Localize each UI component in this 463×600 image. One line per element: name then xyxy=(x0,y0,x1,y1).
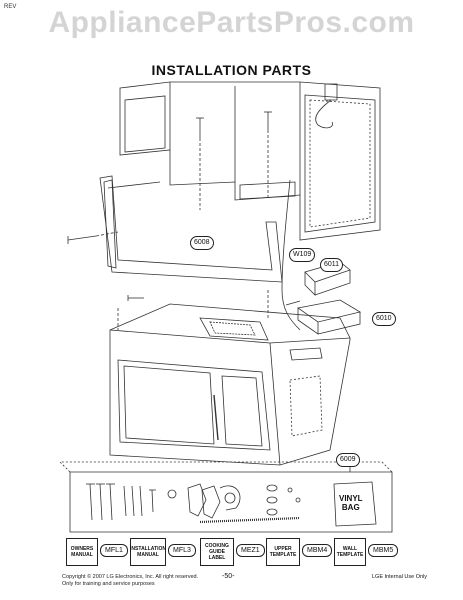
exhaust-adapter xyxy=(296,299,362,335)
doc-wall-template: WALL TEMPLATE xyxy=(334,538,366,566)
callout-6008: 6008 xyxy=(190,236,214,250)
kit-toggle-anchors xyxy=(167,483,221,519)
copyright-line-2: Only for training and service purposes xyxy=(62,581,155,587)
power-outlet xyxy=(315,83,338,129)
callout-6009: 6009 xyxy=(336,453,360,467)
doc-cooking-guide-label: COOKING GUIDE LABEL xyxy=(200,538,234,566)
callout-6011: 6011 xyxy=(320,258,344,272)
code-mbm5: MBM5 xyxy=(368,544,399,557)
vinyl-bag-label: VINYL BAG xyxy=(339,494,363,512)
callout-w109: W109 xyxy=(289,248,316,262)
mounting-plate xyxy=(99,175,283,283)
revision-mark: REV xyxy=(4,4,17,10)
code-mfl1: MFL1 xyxy=(100,544,128,557)
copyright-notice: Copyright © 2007 LG Electronics, Inc. Al… xyxy=(62,574,198,588)
doc-upper-template: UPPER TEMPLATE xyxy=(266,538,300,566)
kit-filler-strip xyxy=(199,516,301,524)
top-mounting-screws xyxy=(196,111,272,210)
kit-grommets xyxy=(266,484,301,516)
watermark: AppliancePartsPros.com xyxy=(48,6,415,39)
duct-wire xyxy=(281,179,301,331)
page-number: -50- xyxy=(222,573,235,580)
vinyl-bag-outline xyxy=(333,481,377,527)
kit-bolts xyxy=(86,483,156,521)
doc-installation-manual: INSTALLATION MANUAL xyxy=(130,538,166,566)
upper-cabinet xyxy=(119,81,381,241)
doc-owners-manual: OWNERS MANUAL xyxy=(66,538,98,566)
callout-6010: 6010 xyxy=(372,312,396,326)
internal-use-note: LGE Internal Use Only xyxy=(372,574,428,580)
code-mfl3: MFL3 xyxy=(168,544,196,557)
plate-screws xyxy=(127,295,301,306)
code-mbm4: MBM4 xyxy=(302,544,333,557)
code-mez1: MEZ1 xyxy=(236,544,265,557)
copyright-line-1: Copyright © 2007 LG Electronics, Inc. Al… xyxy=(62,574,199,580)
kit-cable-clamp xyxy=(219,485,241,511)
page-title: INSTALLATION PARTS xyxy=(151,62,312,78)
wall-screw xyxy=(67,231,119,244)
microwave-oven xyxy=(109,290,351,466)
